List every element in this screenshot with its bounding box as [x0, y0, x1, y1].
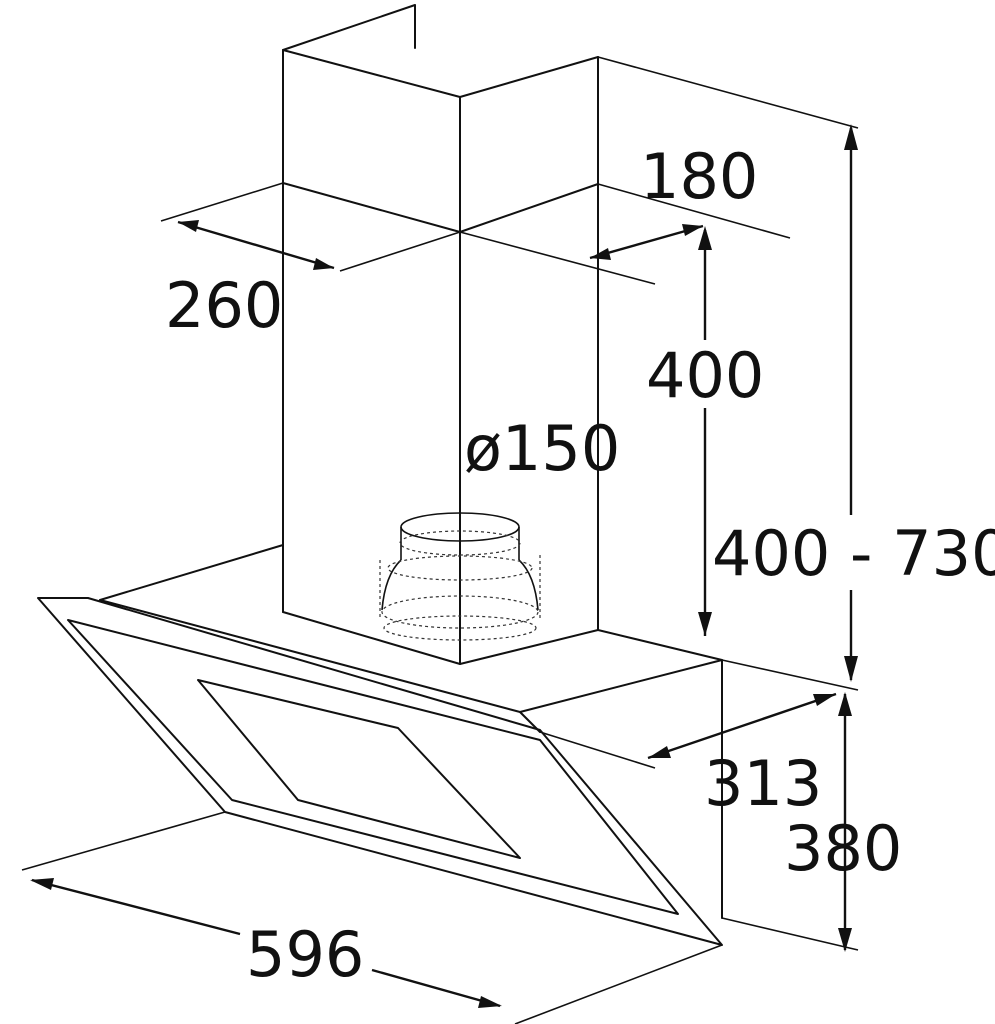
dimension-label-height-range: 400 - 730: [712, 517, 995, 590]
arrowhead: [844, 124, 858, 150]
arrowhead: [178, 220, 199, 232]
arrowhead: [648, 746, 671, 758]
dimension-label-596: 596: [246, 918, 364, 991]
arrowhead: [478, 996, 502, 1008]
arrowhead: [313, 258, 334, 270]
canopy-body: [99, 544, 723, 919]
arrowhead: [698, 612, 712, 636]
dimension-label-260: 260: [165, 269, 283, 342]
arrowhead: [590, 248, 611, 260]
arrowhead: [813, 694, 836, 706]
arrowhead: [838, 692, 852, 716]
dimension-label-diameter: ø150: [464, 412, 620, 485]
glass-front-panel: [37, 597, 723, 946]
dimension-label-400: 400: [646, 339, 764, 412]
duct-connector: [379, 512, 541, 641]
arrowhead: [698, 226, 712, 250]
dimension-label-180: 180: [640, 140, 758, 213]
dimension-arrows: [30, 124, 858, 1008]
dimension-labels: 260 180 400 ø150 400 - 730 313 380 596: [165, 140, 995, 991]
extension-lines: [21, 56, 859, 1024]
chimney-body: [282, 49, 599, 665]
arrowhead: [844, 656, 858, 682]
arrowhead: [838, 928, 852, 952]
chimney-upper-section: [282, 4, 599, 186]
dimension-label-380: 380: [784, 812, 902, 885]
arrowhead: [30, 878, 54, 890]
arrowhead: [682, 224, 703, 236]
dimension-label-313: 313: [704, 747, 822, 820]
